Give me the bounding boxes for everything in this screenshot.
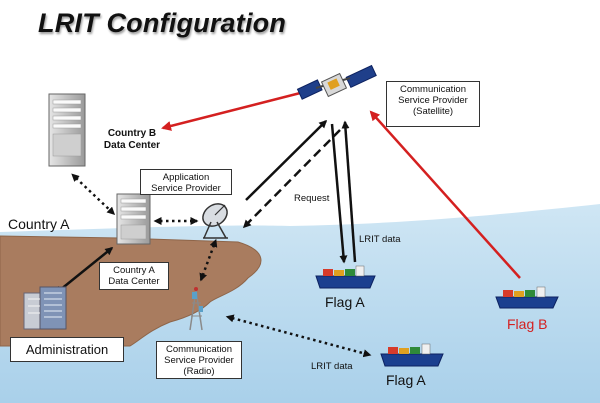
csp-satellite-line-2: Service Provider [398,95,468,106]
country-b-dc-line-2: Data Center [103,140,161,151]
antenna-to-radio-dotted-arrow [199,238,218,282]
satellite-to-asp-dashed-arrow [242,129,341,229]
radio-tower-icon [189,287,203,331]
flag-a-lower-label: Flag A [386,372,426,388]
request-arrow [330,123,348,264]
country-b-dc-label: Country B Data Center [96,128,168,152]
flag-b-to-satellite-arrow [369,110,521,279]
country-b-dc-line-1: Country B [107,128,157,139]
asp-box: Application Service Provider [140,169,232,195]
admin-to-country-a-arrow [54,247,114,295]
asp-line-1: Application [162,172,210,183]
country-a-label: Country A [8,216,70,232]
lrit-data-arrow-upper [341,120,357,263]
csp-satellite-line-3: (Satellite) [412,106,454,117]
country-a-dc-box: Country A Data Center [99,262,169,290]
country-a-server-icon [116,193,151,245]
ship-flag-a-lower-icon [380,343,444,367]
flag-b-label: Flag B [507,316,548,332]
administration-box: Administration [10,337,124,362]
asp-line-2: Service Provider [151,183,221,194]
lrit-data-upper-label: LRIT data [359,234,401,245]
csp-radio-line-1: Communication [166,344,232,355]
administration-building-icon [23,286,67,330]
csp-satellite-box: Communication Service Provider (Satellit… [386,81,480,127]
lrit-data-lower-label: LRIT data [311,361,353,372]
flag-a-upper-label: Flag A [325,294,365,310]
request-label: Request [294,193,330,204]
csp-radio-line-2: Service Provider [164,355,234,366]
country-b-to-country-a-dotted-arrow [71,173,116,216]
ship-flag-b-icon [495,286,559,309]
satellite-dish-icon [202,203,228,239]
ship-flag-a-upper-icon [315,265,376,289]
asp-to-satellite-solid-arrow [245,119,328,201]
country-a-dc-line-2: Data Center [108,276,160,287]
csp-radio-line-3: (Radio) [183,366,215,377]
csp-satellite-line-1: Communication [400,84,466,95]
country-a-dc-line-1: Country A [113,265,155,276]
satellite-to-country-b-arrow [161,88,313,131]
satellite-icon [296,64,377,100]
page-title: LRIT Configuration [38,8,287,38]
country-b-server-icon [48,93,86,167]
csp-radio-box: Communication Service Provider (Radio) [156,341,242,379]
